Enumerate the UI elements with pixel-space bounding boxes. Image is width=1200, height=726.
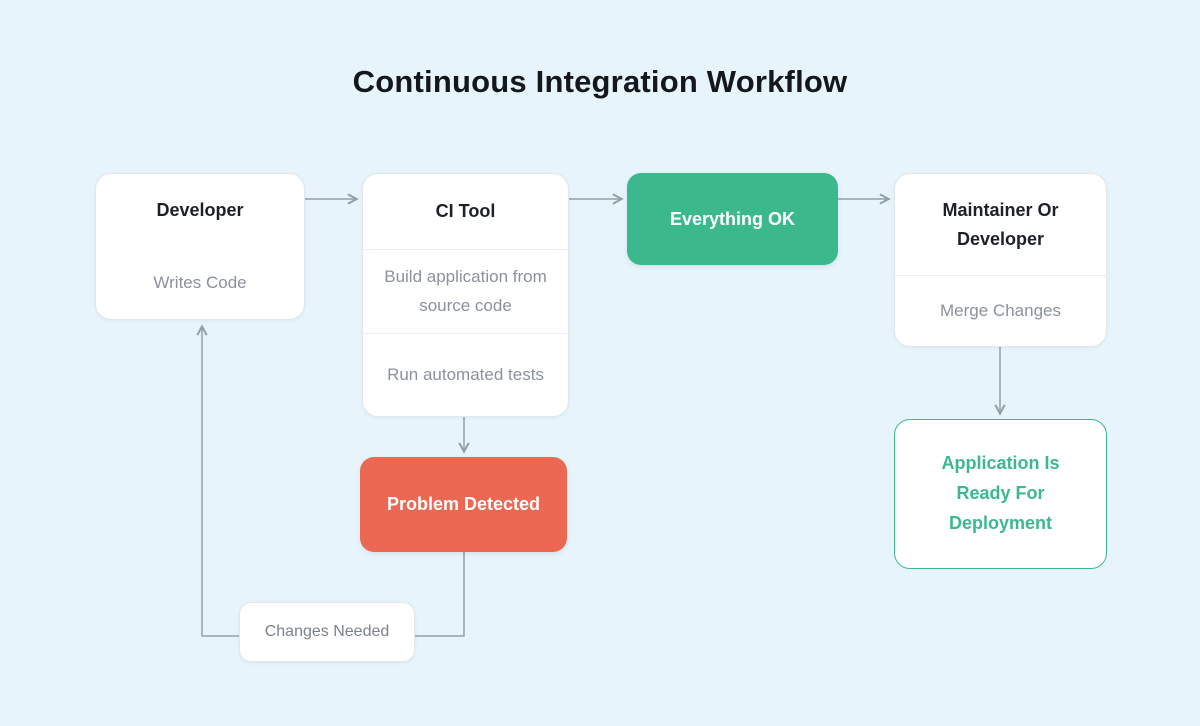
node-everything-ok: Everything OK	[627, 173, 838, 265]
diagram-title: Continuous Integration Workflow	[352, 64, 848, 99]
ci-tool-step-build: Build application from source code	[384, 266, 547, 316]
problem-detected-label: Problem Detected	[386, 494, 541, 514]
ci-tool-title: CI Tool	[435, 201, 496, 222]
everything-ok-label: Everything OK	[669, 208, 796, 229]
ci-tool-step-tests: Run automated tests	[387, 364, 544, 384]
node-maintainer: Maintainer Or Developer Merge Changes	[894, 173, 1107, 347]
developer-title: Developer	[156, 199, 244, 220]
node-application-ready: Application Is Ready For Deployment	[894, 419, 1107, 569]
maintainer-title: Maintainer Or Developer	[942, 199, 1059, 249]
node-ci-tool: CI Tool Build application from source co…	[362, 173, 569, 417]
node-problem-detected: Problem Detected	[360, 457, 567, 552]
maintainer-subtitle: Merge Changes	[940, 301, 1061, 321]
developer-subtitle: Writes Code	[153, 272, 247, 292]
changes-needed-label: Changes Needed	[264, 623, 390, 640]
application-ready-label: Application Is Ready For Deployment	[941, 453, 1060, 533]
node-developer: Developer Writes Code	[95, 173, 305, 320]
node-changes-needed: Changes Needed	[239, 602, 415, 662]
